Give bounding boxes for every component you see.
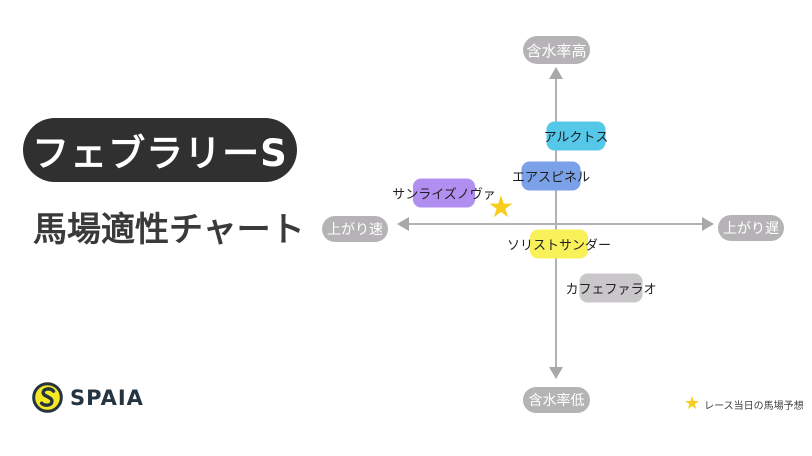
- y-axis-arrow-down-icon: [549, 367, 563, 379]
- legend: ★ レース当日の馬場予想: [684, 395, 804, 413]
- spaia-logo: SPAIA: [32, 382, 144, 413]
- axis-label-finish-fast: 上がり速: [322, 216, 388, 242]
- x-axis-arrow-left-icon: [397, 217, 409, 231]
- spaia-logo-text: SPAIA: [70, 385, 144, 410]
- horse-label: カフェファラオ: [566, 273, 657, 303]
- race-title: フェブラリーS: [32, 132, 288, 175]
- legend-label: レース当日の馬場予想: [704, 400, 804, 412]
- axis-label-finish-slow: 上がり遅: [718, 215, 784, 241]
- horse-label: エアスピネル: [512, 161, 590, 191]
- race-title-badge: フェブラリーS: [23, 118, 297, 182]
- y-axis-arrow-up-icon: [549, 67, 563, 79]
- x-axis-line: [406, 223, 703, 225]
- horse-label: アルクトス: [544, 121, 608, 151]
- forecast-star-icon: ★: [487, 190, 515, 225]
- horse-label: サンライズノヴァ: [392, 178, 496, 208]
- x-axis-arrow-right-icon: [702, 217, 714, 231]
- axis-label-moisture-low: 含水率低: [523, 387, 590, 413]
- horse-label: ソリストサンダー: [507, 229, 611, 259]
- axis-label-moisture-high: 含水率高: [523, 36, 590, 64]
- chart-subtitle: 馬場適性チャート: [33, 210, 305, 250]
- legend-star-icon: ★: [684, 393, 701, 414]
- spaia-logo-icon: [32, 382, 63, 413]
